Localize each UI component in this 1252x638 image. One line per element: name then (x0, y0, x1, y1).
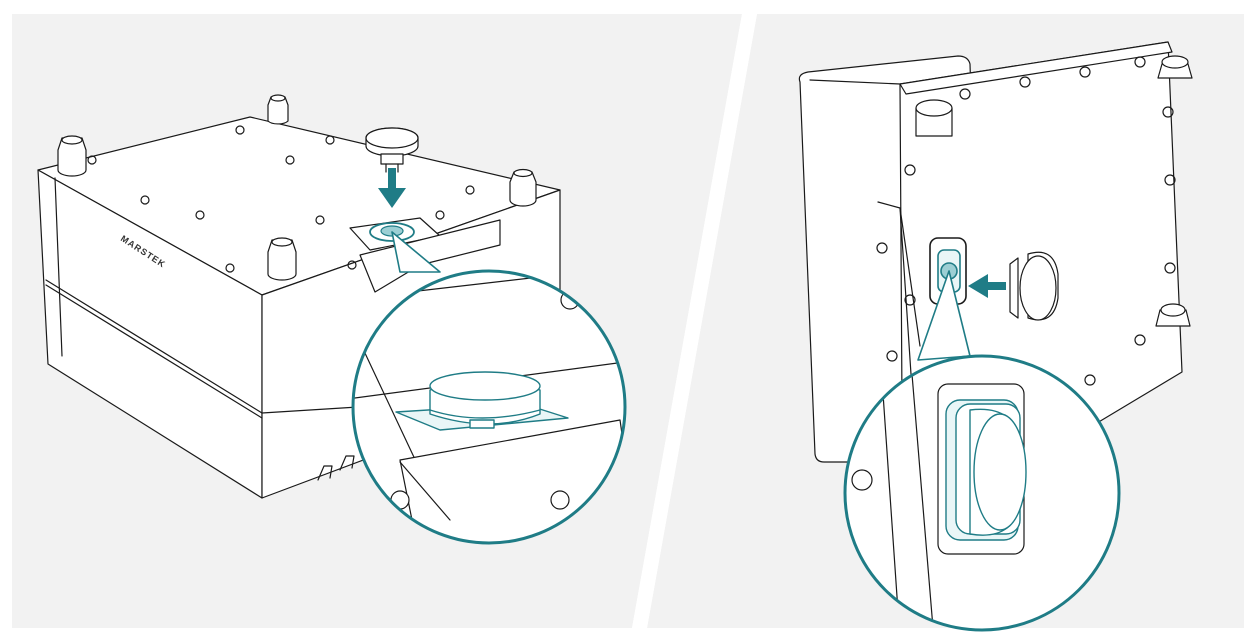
magnifier-callout (843, 354, 1121, 632)
top-holes (87, 125, 475, 273)
side-plug-cap (1009, 251, 1059, 321)
front-seam-2 (45, 284, 263, 419)
down-arrow-icon (378, 168, 406, 208)
seated-side-plug (945, 399, 1027, 541)
left-panel: MARSTEK (37, 94, 627, 545)
callout-wedge (917, 270, 971, 361)
right-panel (798, 41, 1193, 632)
side-holes (876, 56, 1176, 386)
device-feet (317, 455, 355, 481)
front-seam (45, 279, 263, 414)
battery-unit: MARSTEK (37, 94, 561, 499)
front-edge-left (54, 177, 63, 357)
battery-unit-side (798, 41, 1193, 481)
tray-recess (359, 219, 501, 293)
side-legs (915, 55, 1193, 327)
plug-cap (365, 127, 419, 173)
panel-divider (632, 14, 757, 628)
seated-plug (395, 371, 569, 431)
left-arrow-icon (968, 274, 1006, 298)
top-legs (57, 94, 537, 281)
callout-wedge (391, 231, 441, 273)
